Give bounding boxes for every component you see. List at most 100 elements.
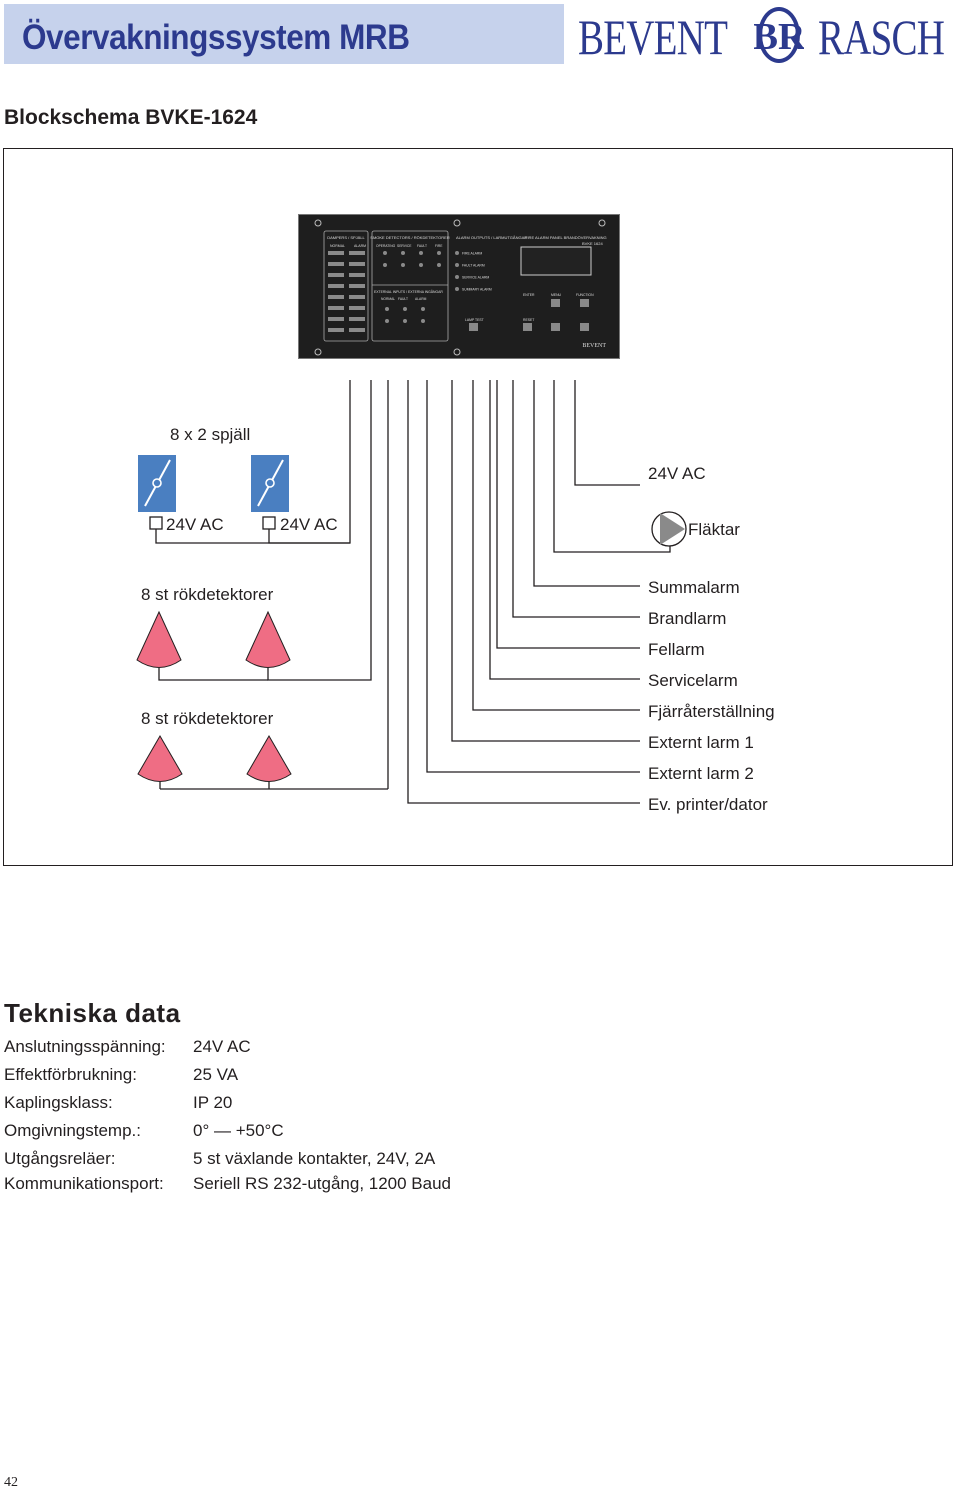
panel-led <box>328 295 344 299</box>
terminal-icon <box>149 516 163 530</box>
lcd-display <box>520 246 592 276</box>
panel-led <box>349 262 365 266</box>
output-label: Fellarm <box>648 640 705 659</box>
logo-text-left: BEVENT <box>578 9 728 65</box>
panel-led <box>349 317 365 321</box>
tech-value: 5 st växlande kontakter, 24V, 2A <box>193 1149 436 1168</box>
panel-led <box>383 251 387 255</box>
panel-led <box>419 263 423 267</box>
logo-text-right: RASCH <box>818 9 945 65</box>
terminal-icon <box>262 516 276 530</box>
page-title: Övervakningssystem MRB <box>22 18 410 57</box>
output-label: Servicelarm <box>648 671 738 690</box>
svg-text:SERVICE ALARM: SERVICE ALARM <box>462 276 489 280</box>
svg-text:BVKE 1624: BVKE 1624 <box>582 241 603 246</box>
panel-led <box>385 307 389 311</box>
screw-icon <box>314 348 322 356</box>
svg-text:ALARM: ALARM <box>415 297 427 301</box>
panel-external-inputs: EXTERNAL INPUTS / EXTERNA INGÅNGAR <box>374 289 443 294</box>
svg-text:SERVICE: SERVICE <box>397 244 412 248</box>
svg-text:RESET: RESET <box>523 318 534 322</box>
panel-led <box>421 307 425 311</box>
panel-led <box>383 263 387 267</box>
output-label: Externt larm 1 <box>648 733 754 752</box>
panel-outputs-header: ALARM OUTPUTS / LARMUTGÅNGAR <box>456 235 527 240</box>
svg-text:FAULT: FAULT <box>398 297 408 301</box>
dampers-label: 8 x 2 spjäll <box>170 425 251 444</box>
section-title: Blockschema BVKE-1624 <box>4 106 258 129</box>
reset-button <box>523 323 532 331</box>
panel-led <box>328 328 344 332</box>
tech-key: Omgivningstemp.: <box>4 1121 141 1140</box>
tech-key: Kaplingsklass: <box>4 1093 113 1112</box>
svg-text:OPERATING: OPERATING <box>376 244 396 248</box>
tech-key: Anslutningsspänning: <box>4 1037 166 1056</box>
menu-button <box>551 299 560 307</box>
svg-text:FUNCTION: FUNCTION <box>576 293 594 297</box>
smoke-detector-icon <box>246 735 292 782</box>
panel-led <box>403 307 407 311</box>
panel-led <box>437 251 441 255</box>
panel-led <box>328 306 344 310</box>
lamp-test-button[interactable] <box>469 323 478 331</box>
svg-text:ALARM: ALARM <box>354 244 366 248</box>
damper-icon <box>138 455 176 512</box>
panel-brand: BEVENT <box>582 343 606 349</box>
svg-text:SUMMARY ALARM: SUMMARY ALARM <box>462 288 492 292</box>
header-bar: Övervakningssystem MRB <box>4 4 564 64</box>
function-button <box>580 299 589 307</box>
output-label: Fjärråterställning <box>648 702 775 721</box>
panel-led <box>328 317 344 321</box>
tech-value: Seriell RS 232-utgång, 1200 Baud <box>193 1174 452 1193</box>
panel-led <box>403 319 407 323</box>
svg-text:MENU: MENU <box>551 293 562 297</box>
panel-led <box>328 262 344 266</box>
svg-text:FAULT ALARM: FAULT ALARM <box>462 264 485 268</box>
control-panel: DAMPERS / SPJÄLL NORMAL ALARM SMOKE DETE… <box>298 214 620 359</box>
svg-text:NORMAL: NORMAL <box>330 244 345 248</box>
tech-value: 25 VA <box>193 1065 239 1084</box>
panel-led <box>349 295 365 299</box>
fan-label: Fläktar <box>688 520 740 539</box>
detectors-label-2: 8 st rökdetektorer <box>141 709 274 728</box>
tech-key: Kommunikationsport: <box>4 1174 164 1193</box>
panel-led <box>328 284 344 288</box>
svg-text:ENTER: ENTER <box>523 293 535 297</box>
bevent-rasch-logo: BEVENT BR RASCH <box>578 4 956 65</box>
panel-led <box>385 319 389 323</box>
down-button <box>551 323 560 331</box>
panel-led <box>419 251 423 255</box>
smoke-detector-icon <box>136 610 182 668</box>
page-number: 42 <box>4 1475 18 1490</box>
detectors-label-1: 8 st rökdetektorer <box>141 585 274 604</box>
smoke-detector-icon <box>137 735 183 782</box>
svg-text:LAMP TEST: LAMP TEST <box>465 318 484 322</box>
svg-text:FAULT: FAULT <box>417 244 427 248</box>
panel-led <box>349 273 365 277</box>
fan-power-label: 24V AC <box>648 464 706 483</box>
screw-icon <box>453 348 461 356</box>
panel-led <box>349 284 365 288</box>
output-label: Summalarm <box>648 578 740 597</box>
panel-led <box>349 251 365 255</box>
tech-value: 0° — +50°C <box>193 1121 284 1140</box>
smoke-detector-icon <box>245 610 291 668</box>
svg-text:NORMAL: NORMAL <box>381 297 395 301</box>
panel-led <box>349 328 365 332</box>
panel-led <box>421 319 425 323</box>
panel-led <box>401 263 405 267</box>
svg-text:FIRE ALARM: FIRE ALARM <box>462 252 482 256</box>
tech-title: Tekniska data <box>4 998 181 1028</box>
diagram-frame <box>3 148 953 866</box>
panel-led <box>328 251 344 255</box>
tech-key: Utgångsreläer: <box>4 1149 116 1168</box>
tech-key: Effektförbrukning: <box>4 1065 137 1084</box>
damper-icon <box>251 455 289 512</box>
output-label: Ev. printer/dator <box>648 795 768 814</box>
panel-fire-header: FIRE ALARM PANEL BRANDÖVERVAKNING <box>525 235 607 240</box>
fan-icon <box>651 511 687 547</box>
svg-text:BR: BR <box>754 16 804 58</box>
damper2-power-label: 24V AC <box>280 515 338 534</box>
screw-icon <box>453 219 461 227</box>
tech-value: 24V AC <box>193 1037 251 1056</box>
